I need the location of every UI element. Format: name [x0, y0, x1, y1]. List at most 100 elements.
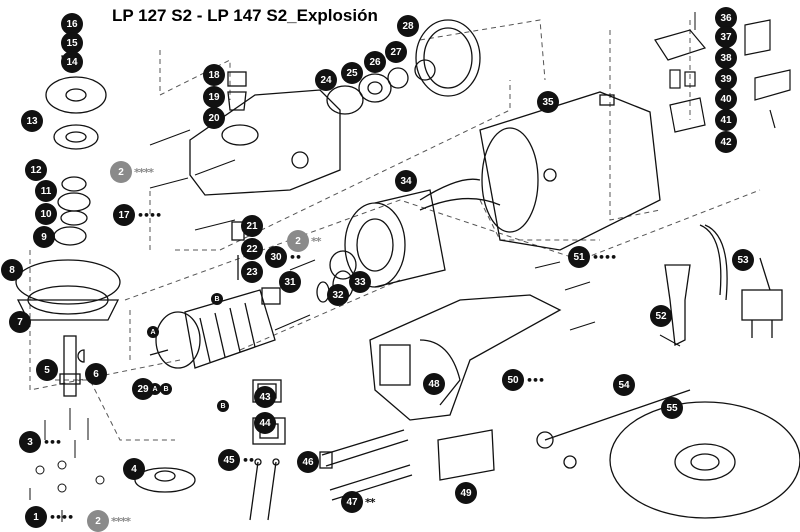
part-callout: 50•••: [502, 369, 545, 391]
part-callout: 32: [327, 284, 349, 306]
part-number: 2: [287, 230, 309, 252]
part-number: 54: [613, 374, 635, 396]
part-number: 35: [537, 91, 559, 113]
part-number: 47: [341, 491, 363, 513]
part-number: 39: [715, 68, 737, 90]
part-suffix: ••••: [137, 208, 162, 222]
bearings-row: [326, 19, 481, 115]
part-callout: 17••••: [113, 204, 162, 226]
part-number: 18: [203, 64, 225, 86]
reference-marker: B: [160, 383, 172, 395]
part-number: 7: [9, 311, 31, 333]
part-callout: 44: [254, 412, 276, 434]
part-callout: 30••: [265, 246, 302, 268]
part-callout: 16: [61, 13, 83, 35]
part-callout: 15: [61, 32, 83, 54]
part-callout: 40: [715, 88, 737, 110]
part-number: 25: [341, 62, 363, 84]
part-callout: 29: [132, 378, 154, 400]
part-number: 34: [395, 170, 417, 192]
part-callout: 49: [455, 482, 477, 504]
part-number: 9: [33, 226, 55, 248]
part-number: 5: [36, 359, 58, 381]
part-callout: 12: [25, 159, 47, 181]
part-number: 13: [21, 110, 43, 132]
part-number: 24: [315, 69, 337, 91]
part-suffix: ••: [242, 453, 255, 467]
part-number: 16: [61, 13, 83, 35]
part-number: 45: [218, 449, 240, 471]
stator: [344, 178, 501, 288]
part-number: 53: [732, 249, 754, 271]
part-callout: 37: [715, 26, 737, 48]
part-callout: 51••••: [568, 246, 617, 268]
part-callout: 28: [397, 15, 419, 37]
part-callout: 31: [279, 271, 301, 293]
part-number: 11: [35, 180, 57, 202]
part-callout: 2**: [287, 230, 321, 252]
part-callout: 20: [203, 107, 225, 129]
part-number: 43: [254, 386, 276, 408]
part-callout: 47**: [341, 491, 375, 513]
part-callout: 1••••: [25, 506, 74, 528]
part-callout: 25: [341, 62, 363, 84]
part-number: 37: [715, 26, 737, 48]
part-number: 23: [241, 261, 263, 283]
part-callout: 11: [35, 180, 57, 202]
part-number: 17: [113, 204, 135, 226]
assembly-guide-lines: [29, 19, 761, 441]
part-number: 42: [715, 131, 737, 153]
part-callout: 39: [715, 68, 737, 90]
part-callout: 23: [241, 261, 263, 283]
part-suffix: ****: [134, 165, 154, 179]
switch-parts: [249, 379, 495, 521]
part-callout: 18: [203, 64, 225, 86]
part-number: 30: [265, 246, 287, 268]
part-callout: 19: [203, 86, 225, 108]
part-suffix: •••: [43, 435, 62, 449]
part-number: 15: [61, 32, 83, 54]
part-number: 50: [502, 369, 524, 391]
part-callout: 7: [9, 311, 31, 333]
reference-marker: A: [147, 326, 159, 338]
part-callout: 8: [1, 259, 23, 281]
part-number: 33: [349, 271, 371, 293]
part-number: 4: [123, 458, 145, 480]
part-callout: 2****: [110, 161, 154, 183]
part-callout: 6: [85, 363, 107, 385]
part-callout: 13: [21, 110, 43, 132]
part-number: 3: [19, 431, 41, 453]
part-callout: 27: [385, 41, 407, 63]
part-number: 2: [110, 161, 132, 183]
part-number: 26: [364, 51, 386, 73]
screws-and-washers: [29, 12, 696, 522]
part-callout: 5: [36, 359, 58, 381]
part-suffix: **: [365, 495, 375, 509]
part-number: 6: [85, 363, 107, 385]
part-number: 49: [455, 482, 477, 504]
part-number: 1: [25, 506, 47, 528]
part-suffix: ••: [289, 250, 302, 264]
part-number: 20: [203, 107, 225, 129]
part-callout: 26: [364, 51, 386, 73]
part-number: 10: [35, 203, 57, 225]
part-number: 27: [385, 41, 407, 63]
part-number: 46: [297, 451, 319, 473]
part-callout: 22: [241, 238, 263, 260]
part-suffix: ••••: [49, 510, 74, 524]
part-number: 19: [203, 86, 225, 108]
part-callout: 55: [661, 397, 683, 419]
part-number: 48: [423, 373, 445, 395]
part-callout: 9: [33, 226, 55, 248]
part-callout: 45••: [218, 449, 255, 471]
left-column-parts: [15, 16, 196, 493]
part-number: 38: [715, 47, 737, 69]
part-callout: 3•••: [19, 431, 62, 453]
part-callout: 43: [254, 386, 276, 408]
part-callout: 48: [423, 373, 445, 395]
part-number: 12: [25, 159, 47, 181]
reference-marker: B: [211, 293, 223, 305]
part-callout: 34: [395, 170, 417, 192]
part-number: 8: [1, 259, 23, 281]
